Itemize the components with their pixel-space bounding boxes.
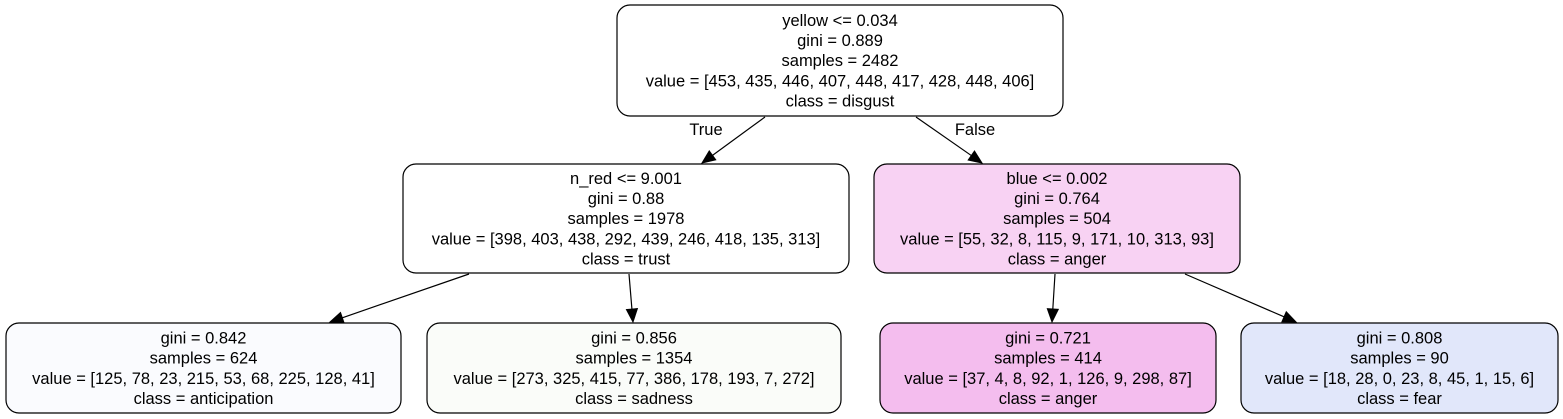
node-text-line: samples = 2482: [782, 52, 899, 70]
edge-n1-to-n3: [328, 273, 470, 324]
node-box: [5, 322, 402, 414]
node-text-line: gini = 0.764: [1014, 190, 1100, 208]
node-box: [402, 163, 850, 274]
arrowhead: [967, 150, 984, 164]
node-box: [426, 322, 842, 414]
node-text-line: value = [55, 32, 8, 115, 9, 171, 10, 313…: [900, 230, 1214, 248]
node-text-line: class = anticipation: [134, 390, 274, 408]
node-text-line: blue <= 0.002: [1007, 170, 1108, 188]
arrowhead: [1281, 310, 1298, 323]
node-text-line: value = [37, 4, 8, 92, 1, 126, 9, 298, 8…: [904, 370, 1192, 388]
node-text-line: value = [125, 78, 23, 215, 53, 68, 225, …: [32, 370, 375, 388]
edge-root-to-n2: False: [915, 116, 995, 164]
node-text-line: samples = 504: [1003, 210, 1111, 228]
node-box: [1240, 322, 1559, 414]
node-text-line: samples = 1354: [576, 350, 693, 368]
node-text-line: samples = 1978: [568, 210, 685, 228]
node-text-line: value = [398, 403, 438, 292, 439, 246, 4…: [432, 230, 821, 248]
node-text-line: gini = 0.889: [797, 32, 883, 50]
edge-line: [712, 116, 766, 156]
node-text-line: gini = 0.88: [588, 190, 665, 208]
node-text-line: gini = 0.842: [161, 329, 247, 347]
tree-node-n2: blue <= 0.002 gini = 0.764 samples = 504 va…: [873, 163, 1241, 274]
node-text-line: value = [273, 325, 415, 77, 386, 178, 19…: [453, 370, 814, 388]
edge-n2-to-n5: [1046, 273, 1060, 324]
edge-line: [915, 116, 972, 157]
node-text-line: class = fear: [1357, 390, 1442, 408]
edge-line: [1052, 273, 1056, 310]
node-text-line: value = [453, 435, 446, 407, 448, 417, 4…: [646, 72, 1035, 90]
arrowhead: [700, 149, 717, 164]
node-text-line: value = [18, 28, 0, 23, 8, 45, 1, 15, 6]: [1265, 370, 1534, 388]
node-text-line: yellow <= 0.034: [782, 12, 898, 30]
node-text-line: class = trust: [582, 251, 671, 269]
arrowhead: [1046, 308, 1060, 324]
node-text-line: samples = 90: [1350, 350, 1449, 368]
node-box: [879, 322, 1217, 414]
node-text-line: samples = 624: [150, 350, 258, 368]
arrowhead: [328, 311, 345, 324]
edge-label: True: [689, 121, 722, 139]
node-text-line: gini = 0.856: [591, 329, 677, 347]
edge-n1-to-n4: [625, 273, 639, 324]
node-box: [873, 163, 1241, 274]
node-text-line: gini = 0.721: [1005, 329, 1091, 347]
node-box: [616, 4, 1064, 117]
node-text-line: gini = 0.808: [1357, 329, 1443, 347]
edge-root-to-n1: True: [689, 116, 766, 164]
tree-node-n3: gini = 0.842 samples = 624 value = [125, 7…: [5, 322, 402, 414]
node-text-line: samples = 414: [994, 350, 1102, 368]
nodes-layer: yellow <= 0.034 gini = 0.889 samples = 248…: [5, 4, 1559, 414]
edge-label: False: [955, 121, 995, 139]
node-text-line: class = sadness: [575, 390, 693, 408]
tree-node-n5: gini = 0.721 samples = 414 value = [37, 4,…: [879, 322, 1217, 414]
arrowhead: [625, 308, 639, 324]
tree-node-n1: n_red <= 9.001 gini = 0.88 samples = 1978 v…: [402, 163, 850, 274]
node-text-line: class = disgust: [786, 93, 895, 111]
tree-node-n4: gini = 0.856 samples = 1354 value = [273, …: [426, 322, 842, 414]
edge-line: [628, 273, 633, 310]
edge-line: [342, 273, 470, 319]
tree-node-root: yellow <= 0.034 gini = 0.889 samples = 248…: [616, 4, 1064, 117]
node-text-line: class = anger: [999, 390, 1098, 408]
node-text-line: n_red <= 9.001: [570, 170, 682, 188]
tree-node-n6: gini = 0.808 samples = 90 value = [18, 28,…: [1240, 322, 1559, 414]
edge-line: [1184, 273, 1285, 318]
edge-n2-to-n6: [1184, 273, 1298, 323]
node-text-line: class = anger: [1008, 251, 1107, 269]
